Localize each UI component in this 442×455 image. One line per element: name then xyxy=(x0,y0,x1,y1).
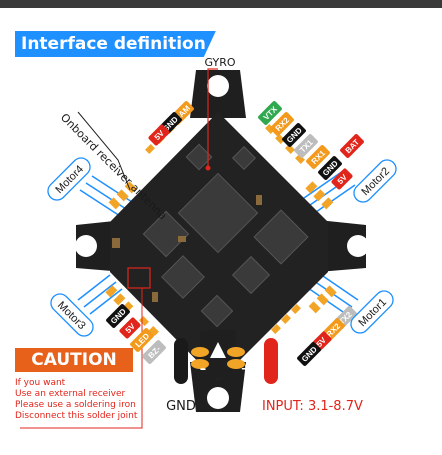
caution-line: Please use a soldering iron xyxy=(15,400,136,410)
connector-pads xyxy=(191,347,245,369)
caution-highlight xyxy=(127,267,151,289)
antenna-pointer xyxy=(77,111,131,191)
gnd-wire xyxy=(174,338,188,384)
gyro-pointer xyxy=(207,68,218,168)
positive-wire xyxy=(264,338,278,384)
chips xyxy=(142,143,309,328)
caution-notes: If you want Use an external receiver Ple… xyxy=(15,378,155,422)
plus-sign: + xyxy=(241,362,252,377)
small-components xyxy=(112,195,262,302)
caution-line: Disconnect this solder joint xyxy=(15,411,138,421)
gnd-wire-label: GND xyxy=(166,399,196,414)
page-title: Interface definition xyxy=(15,31,216,57)
gyro-label: GYRO xyxy=(205,56,236,69)
polarity-arrow xyxy=(210,342,226,358)
minus-sign: – xyxy=(200,362,207,377)
caution-line: Use an external receiver xyxy=(15,389,126,399)
caution-heading: CAUTION xyxy=(15,348,133,372)
caution-line: If you want xyxy=(15,378,66,388)
top-bar xyxy=(0,0,442,8)
input-voltage-label: INPUT: 3.1-8.7V xyxy=(262,399,363,414)
mount-holes xyxy=(75,75,369,409)
solder-pads xyxy=(105,124,337,336)
